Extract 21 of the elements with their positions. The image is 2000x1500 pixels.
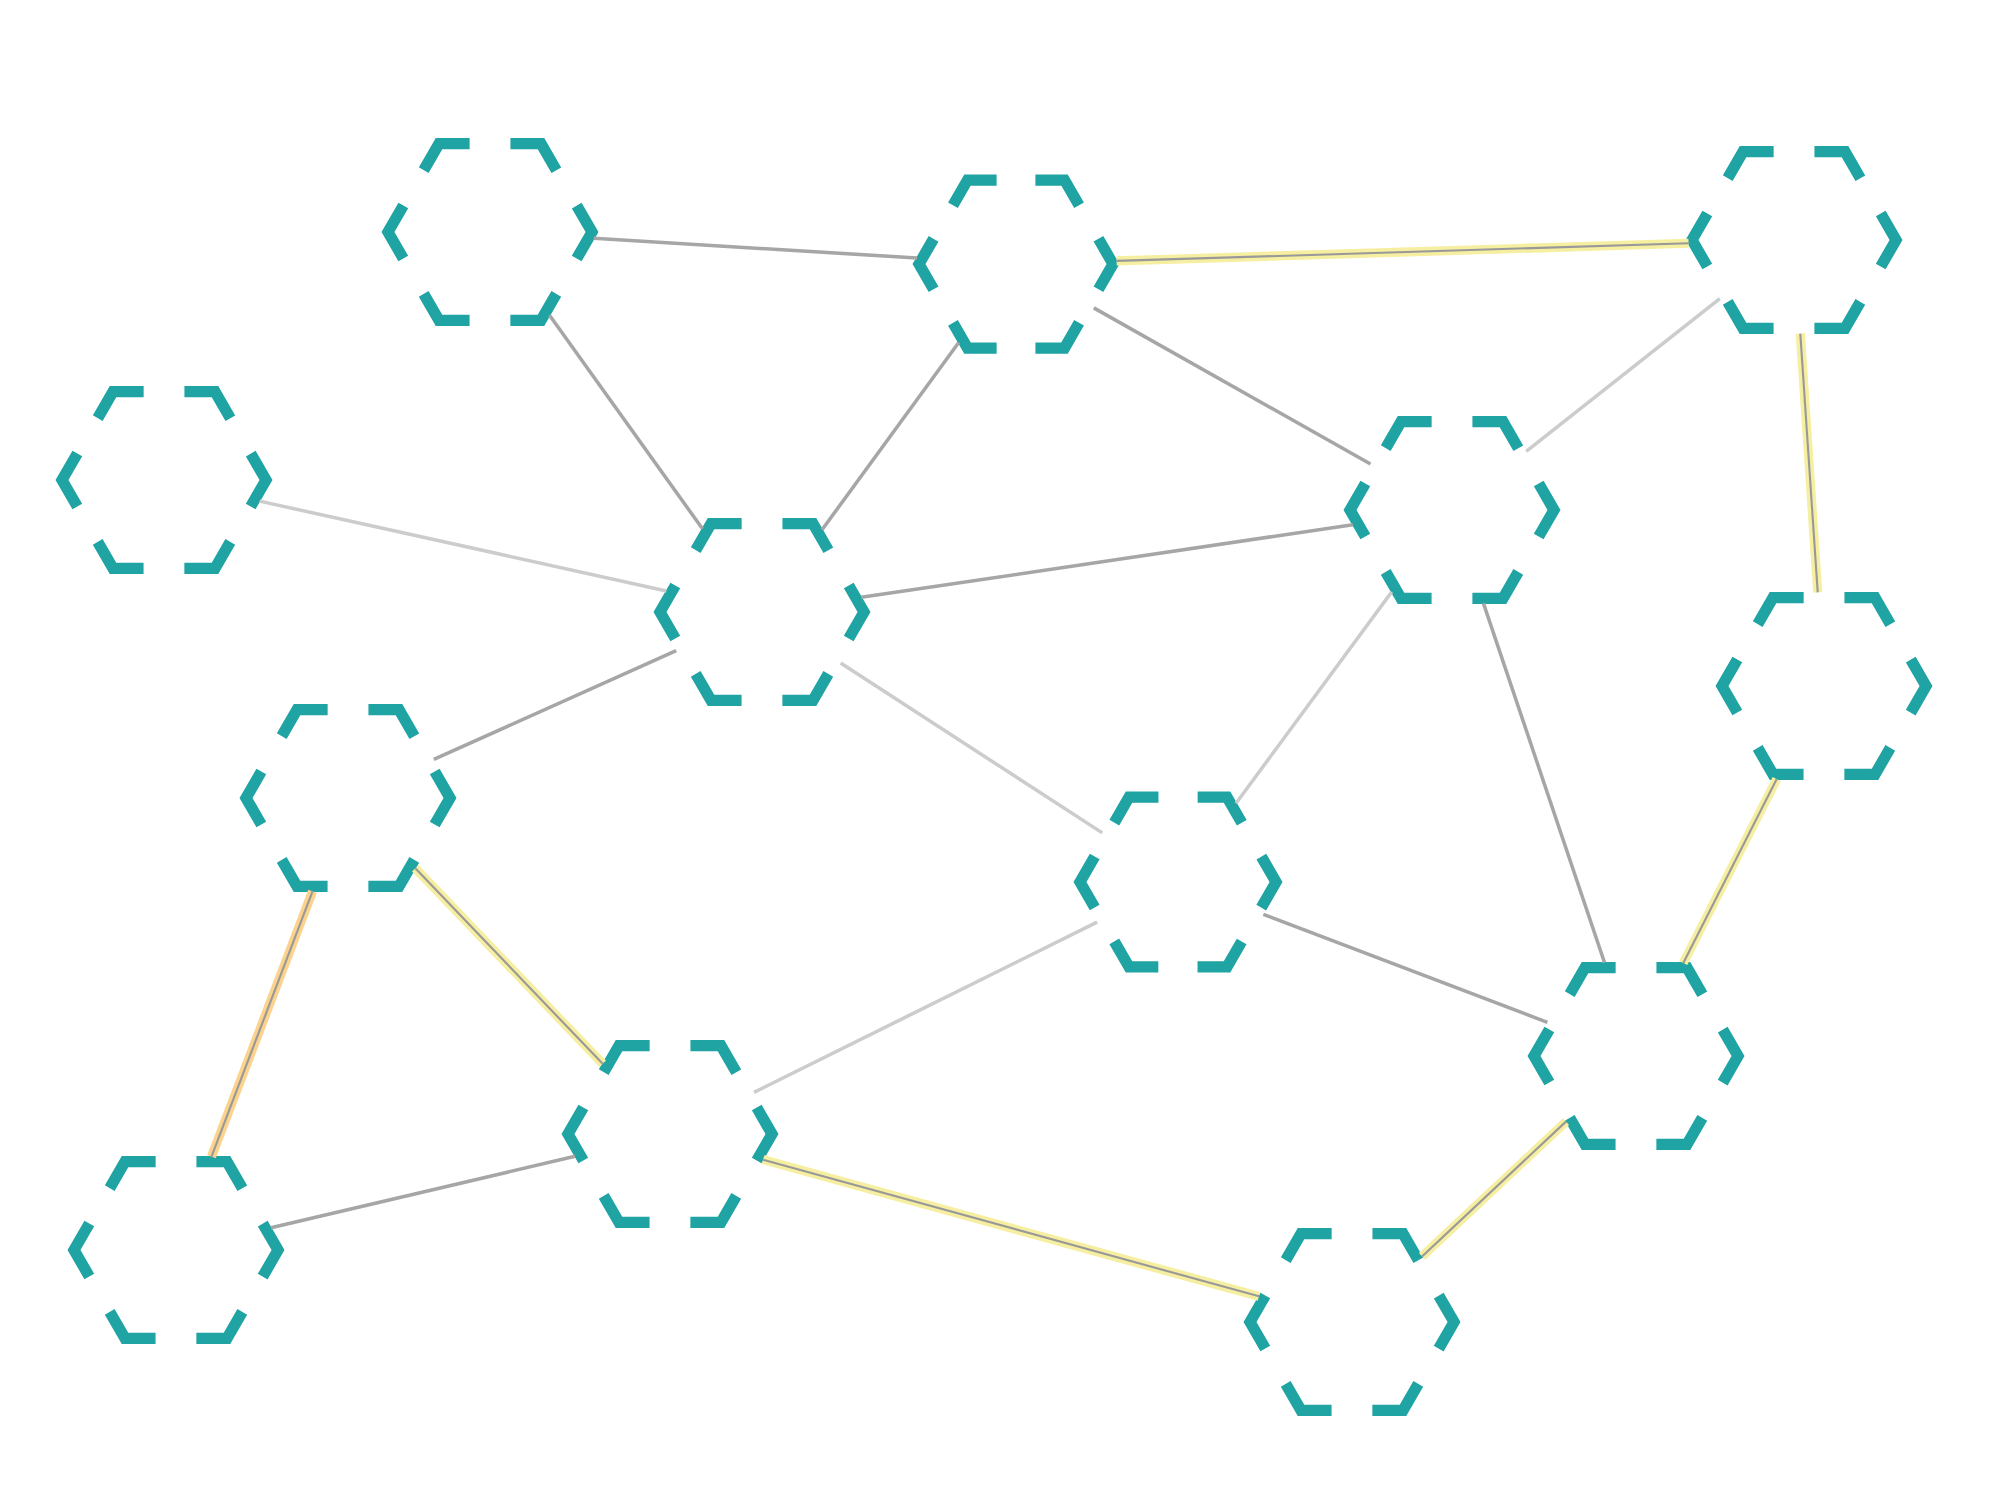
connector-line <box>839 661 1104 835</box>
connector-line <box>1525 297 1721 453</box>
connector-line <box>1679 776 1781 966</box>
connector-line <box>753 920 1098 1094</box>
connector-line <box>1795 333 1823 593</box>
connector-line <box>593 236 918 260</box>
connector-line <box>860 522 1354 600</box>
connector-line <box>433 648 677 762</box>
connector-line <box>1262 912 1549 1024</box>
connector-line <box>1418 1118 1570 1260</box>
connector-line <box>1234 590 1394 805</box>
connector-line <box>412 865 606 1067</box>
connector-line <box>548 314 704 530</box>
connector-line <box>1116 238 1689 266</box>
connector-line <box>259 499 667 593</box>
connector-line <box>820 341 961 531</box>
connector-line <box>270 1154 576 1230</box>
connector-line <box>1481 602 1607 964</box>
connector-line <box>1092 306 1372 466</box>
connector-line <box>207 889 317 1159</box>
connector-line <box>761 1155 1261 1301</box>
